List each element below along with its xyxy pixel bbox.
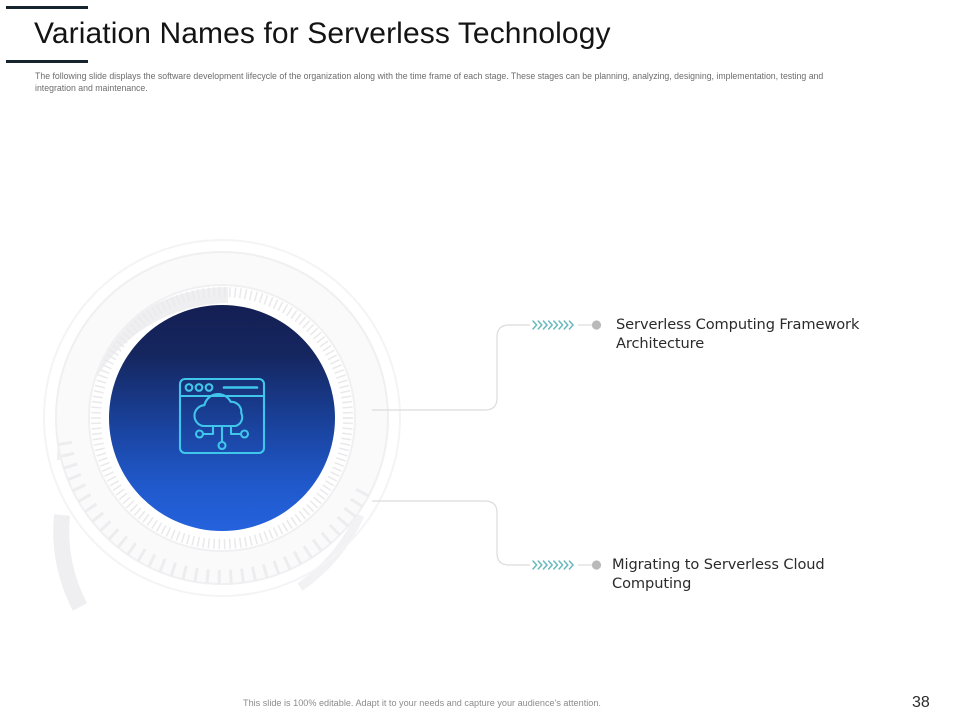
chevron-icon (532, 320, 538, 330)
header-rule-top (6, 6, 88, 9)
chevron-cluster-top (532, 320, 575, 330)
chevron-icon (568, 560, 575, 570)
connector-dot-bottom (591, 560, 602, 570)
connector-path-bottom (372, 500, 530, 566)
chevron-icon (542, 320, 549, 330)
serverless-diagram (0, 215, 960, 645)
browser-frame (178, 377, 266, 455)
chevron-icon (537, 560, 543, 570)
page-title: Variation Names for Serverless Technolog… (34, 17, 611, 50)
network-node-bottom (217, 440, 227, 451)
decor-tick-marks-inner (91, 287, 353, 549)
chevron-icon (568, 320, 575, 330)
center-circle (109, 305, 335, 531)
header-rule-bottom (6, 60, 88, 63)
chevron-icon (553, 320, 559, 330)
chevron-icon (553, 560, 559, 570)
browser-dot-3 (204, 383, 214, 392)
network-branch-right (229, 424, 243, 436)
cloud-shape (193, 393, 244, 428)
decor-ring-outline-3 (43, 239, 401, 597)
page-number: 38 (912, 694, 930, 711)
footer-note: This slide is 100% editable. Adapt it to… (243, 698, 601, 709)
chevron-icon (563, 320, 569, 330)
connector-dot-top (591, 320, 602, 330)
chevron-icon (558, 320, 564, 330)
chevron-cluster-bottom (532, 560, 575, 570)
decor-tick-marks-outer (57, 440, 370, 584)
network-branch-left (201, 424, 215, 436)
chevron-icon (563, 560, 569, 570)
network-node-left (194, 429, 205, 439)
connector-lines (372, 324, 592, 566)
chevron-icon (558, 560, 564, 570)
item-label-2: Migrating to Serverless Cloud Computing (612, 556, 825, 592)
decor-ring-outline-1 (55, 251, 389, 585)
cloud-browser-window-icon (178, 377, 266, 455)
chevron-icon (537, 320, 543, 330)
page-subtitle: The following slide displays the softwar… (35, 71, 824, 94)
decor-ring-outline-2 (88, 284, 356, 552)
decor-ring-band (55, 251, 389, 585)
chevron-icon (532, 560, 538, 570)
network-node-right (239, 429, 250, 439)
chevron-icon (547, 560, 554, 570)
item-label-1: Serverless Computing Framework Architect… (616, 316, 860, 352)
chevron-icon (547, 320, 554, 330)
browser-dot-2 (194, 383, 204, 392)
chevron-icon (542, 560, 549, 570)
browser-dot-1 (184, 383, 194, 392)
connector-path-top (372, 324, 530, 411)
